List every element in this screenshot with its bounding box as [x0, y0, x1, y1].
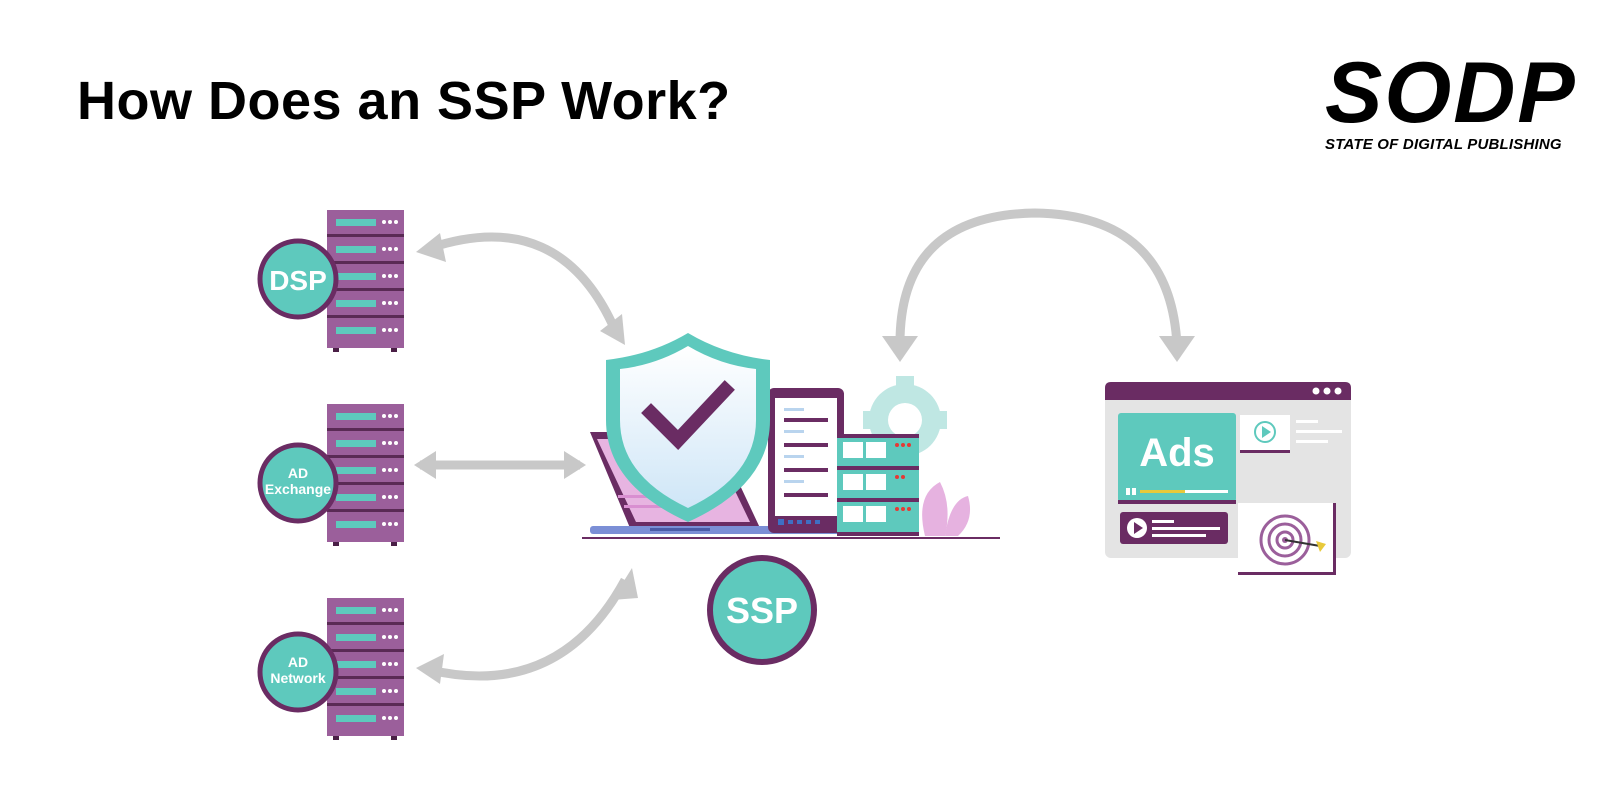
arrow-ssp-publisher — [895, 208, 1182, 346]
ssp-illustration — [582, 333, 1000, 539]
window-dots-icon — [1312, 387, 1342, 395]
plant-icon — [922, 482, 971, 536]
arrowhead-ssp-right — [882, 336, 918, 362]
video-progress-fill — [1140, 490, 1185, 493]
ad-network-label-line1: AD — [288, 654, 308, 670]
logo-mark: SODP — [1325, 45, 1577, 141]
page-title: How Does an SSP Work? — [77, 71, 731, 131]
arrowhead-ssp-top — [600, 314, 625, 345]
arrowhead-ssp-bottom — [612, 568, 638, 600]
dsp-label: DSP — [269, 265, 327, 296]
logo-subtitle: STATE OF DIGITAL PUBLISHING — [1325, 136, 1562, 153]
arrowhead-exchange-left — [414, 451, 436, 479]
play-icon — [1254, 421, 1276, 443]
text-lines — [1296, 420, 1342, 443]
ad-network-node: AD Network — [257, 598, 404, 740]
publisher-website: Ads — [1105, 382, 1351, 575]
ad-exchange-node: AD Exchange — [257, 404, 404, 546]
ssp-node: SSP — [707, 555, 817, 665]
arrowhead-publisher — [1159, 336, 1195, 362]
dsp-node: DSP — [257, 210, 404, 352]
ad-network-label-line2: Network — [270, 670, 325, 686]
target-icon — [1259, 514, 1311, 566]
arrowhead-network — [416, 654, 444, 684]
shield-check-icon — [606, 333, 770, 522]
sodp-logo: SODP STATE OF DIGITAL PUBLISHING — [1325, 48, 1575, 160]
arrow-dsp-ssp — [428, 232, 620, 332]
ads-card — [1118, 413, 1236, 502]
arrowhead-exchange-right — [564, 451, 586, 479]
ad-exchange-label-line1: AD — [288, 465, 308, 481]
ad-network-badge — [257, 631, 339, 713]
tablet-icon — [768, 388, 844, 533]
arrow-network-ssp — [428, 577, 629, 681]
dsp-badge — [257, 238, 339, 320]
server-rack-icon — [327, 210, 404, 352]
server-rack-icon — [327, 404, 404, 546]
arrows — [420, 208, 1182, 681]
ad-exchange-label-line2: Exchange — [265, 481, 331, 497]
ssp-label: SSP — [726, 590, 798, 631]
browser-titlebar — [1105, 382, 1351, 400]
server-rack-icon — [327, 598, 404, 740]
ssp-badge — [707, 555, 817, 665]
arrowheads — [414, 233, 1195, 684]
arrowhead-dsp — [416, 233, 446, 262]
ads-label: Ads — [1139, 431, 1215, 475]
server-stack-icon — [837, 434, 919, 536]
ad-exchange-badge — [257, 442, 339, 524]
